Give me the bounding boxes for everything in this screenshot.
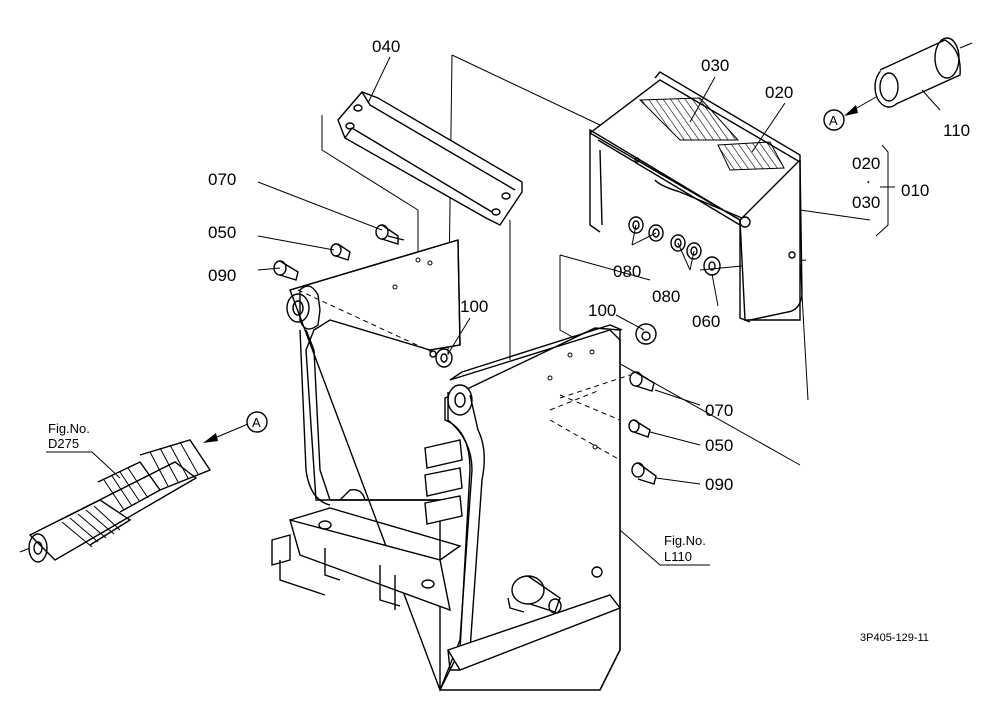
main-bracket-frame[interactable] xyxy=(271,239,623,692)
label-050-left: 050 xyxy=(208,223,236,242)
leader-lines xyxy=(46,56,941,566)
spacer-100-left[interactable] xyxy=(429,348,453,368)
bracket-040[interactable] xyxy=(337,91,523,226)
bolt-050-left[interactable] xyxy=(330,243,351,261)
label-060: 060 xyxy=(692,312,720,331)
bolt-070-left[interactable] xyxy=(375,224,405,245)
bolt-090-right[interactable] xyxy=(631,462,657,485)
ref-d275-line2: D275 xyxy=(48,436,79,451)
callout-a-left: A xyxy=(252,415,261,430)
part-number-labels: 040 030 020 110 020 . 030 010 070 050 09… xyxy=(208,37,970,494)
callout-a-top: A xyxy=(829,113,838,128)
view-a-arrow-top xyxy=(823,96,877,131)
bolt-050-right[interactable] xyxy=(628,419,651,438)
label-010: 010 xyxy=(901,181,929,200)
callout-letters: A A xyxy=(252,113,838,430)
label-100-right: 100 xyxy=(588,301,616,320)
drive-shaft-d275[interactable] xyxy=(19,439,212,563)
label-090-left: 090 xyxy=(208,266,236,285)
label-group-dot: . xyxy=(866,168,871,187)
view-a-arrow-left xyxy=(203,411,268,443)
label-050-right: 050 xyxy=(705,436,733,455)
cover-box[interactable] xyxy=(589,71,803,323)
label-080-b: 080 xyxy=(652,287,680,306)
spacer-100-right[interactable] xyxy=(635,323,657,345)
ref-l110-line1: Fig.No. xyxy=(664,533,706,548)
drawing-code: 3P405-129-11 xyxy=(860,632,929,644)
figure-references: Fig.No. D275 Fig.No. L110 xyxy=(48,421,706,564)
collar-110[interactable] xyxy=(874,37,973,108)
assembly-dashed-lines xyxy=(297,289,631,461)
label-020-group: 020 xyxy=(852,154,880,173)
label-080-a: 080 xyxy=(613,262,641,281)
label-100-left: 100 xyxy=(460,297,488,316)
washer-060[interactable] xyxy=(703,256,721,276)
bolt-070-right[interactable] xyxy=(629,371,655,392)
label-020-top: 020 xyxy=(765,83,793,102)
label-030-group: 030 xyxy=(852,193,880,212)
label-070-left: 070 xyxy=(208,170,236,189)
label-090-right: 090 xyxy=(705,475,733,494)
label-030-top: 030 xyxy=(701,56,729,75)
label-plate-030 xyxy=(638,97,740,141)
label-040: 040 xyxy=(372,37,400,56)
label-110: 110 xyxy=(943,121,970,140)
shaft-splines xyxy=(61,441,199,548)
ref-l110-line2: L110 xyxy=(664,549,692,564)
nuts-080[interactable] xyxy=(628,216,702,260)
ref-d275-line1: Fig.No. xyxy=(48,421,90,436)
label-plate-020 xyxy=(717,141,785,171)
label-070-right: 070 xyxy=(705,401,733,420)
bolt-090-left[interactable] xyxy=(273,260,299,281)
